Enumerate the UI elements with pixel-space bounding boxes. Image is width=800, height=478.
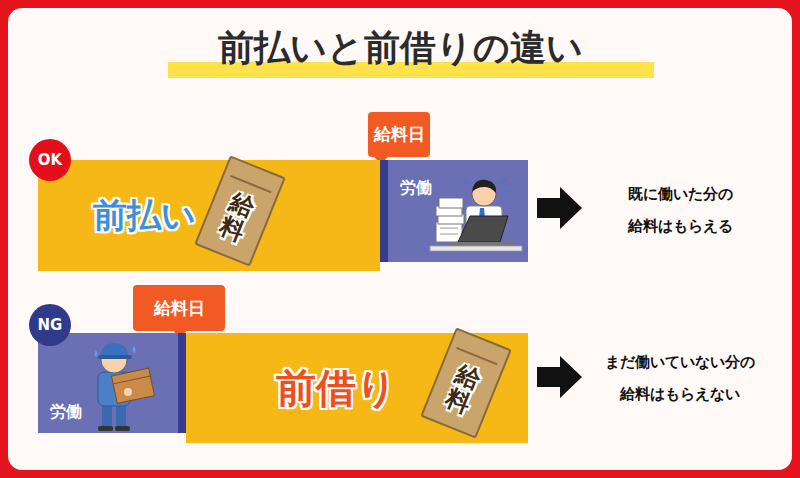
- diagram-title: 前払いと前借りの違い: [0, 24, 800, 73]
- result-note: まだ働いていない分の 給料はもらえない: [580, 346, 780, 410]
- node-text: OK: [38, 151, 62, 169]
- node-text: 前借り: [276, 361, 397, 416]
- divider-bar: [380, 160, 388, 262]
- result-arrow: [537, 187, 582, 229]
- node-text: 労働: [400, 178, 432, 199]
- payday-tag: 給料日: [133, 285, 225, 331]
- payday-tag: 給料日: [368, 112, 430, 157]
- node-text: 給料: [442, 361, 484, 419]
- ng-badge: NG: [29, 304, 71, 346]
- node-text: 給料日: [154, 297, 205, 320]
- node-text: 給料: [216, 189, 258, 247]
- divider-bar: [178, 333, 186, 433]
- node-text: NG: [38, 316, 63, 334]
- warehouse-worker: [95, 343, 155, 431]
- prepay-band: 前払い給料: [38, 160, 380, 271]
- node-text: 労働: [50, 402, 82, 423]
- ok-badge: OK: [29, 139, 71, 181]
- salary-envelope: 給料: [194, 155, 286, 266]
- result-arrow: [537, 356, 582, 398]
- salary-envelope: 給料: [420, 327, 512, 438]
- result-note: 既に働いた分の 給料はもらえる: [580, 178, 780, 242]
- advance-band: 前借り給料: [186, 333, 528, 443]
- office-worker: [430, 180, 522, 251]
- node-text: 給料日: [374, 123, 425, 146]
- node-text: 前払い: [93, 193, 196, 239]
